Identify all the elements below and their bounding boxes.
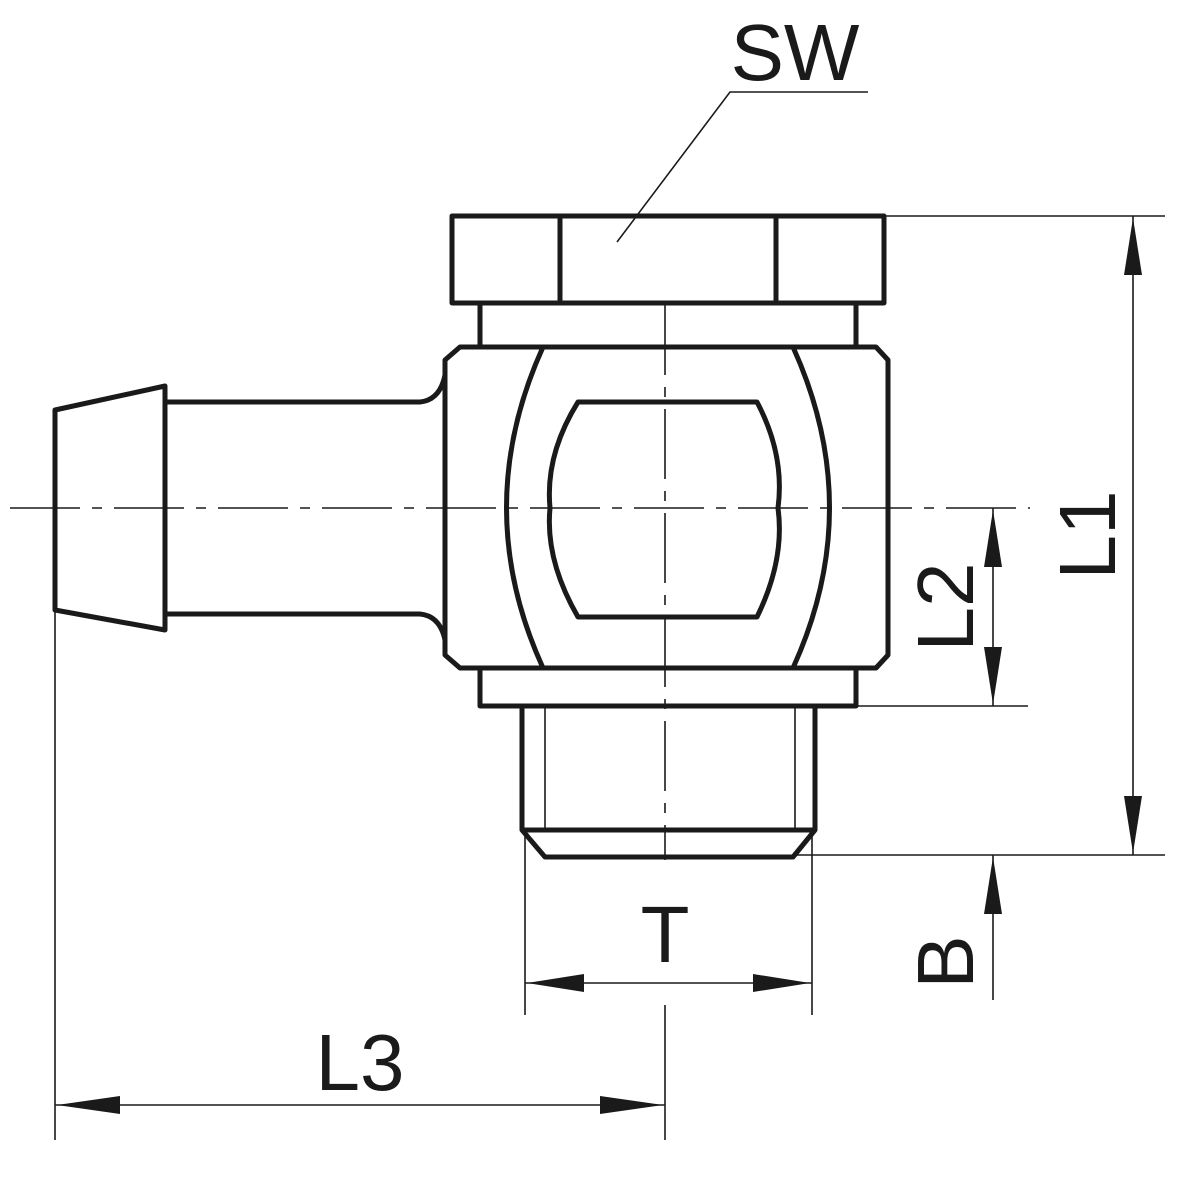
- t-dimension: [524, 835, 813, 1140]
- thread-spigot: [519, 706, 818, 860]
- l2-label: L2: [901, 563, 990, 652]
- sw-leader-line: [616, 91, 868, 243]
- banjo-body: [442, 344, 891, 671]
- sw-label: SW: [731, 8, 860, 97]
- b-label: B: [901, 935, 990, 988]
- body-window: [546, 399, 782, 620]
- lower-collar: [477, 668, 859, 709]
- nut-neck: [477, 303, 859, 347]
- b-dimension: [984, 855, 1002, 1000]
- l2-dimension: [856, 508, 1028, 707]
- l1-dimension: [795, 215, 1165, 856]
- hex-nut: [449, 213, 887, 306]
- l3-dimension: [54, 612, 665, 1140]
- t-label: T: [641, 890, 690, 979]
- l1-label: L1: [1043, 491, 1132, 580]
- hose-barb: [52, 374, 448, 641]
- l3-label: L3: [316, 1018, 405, 1107]
